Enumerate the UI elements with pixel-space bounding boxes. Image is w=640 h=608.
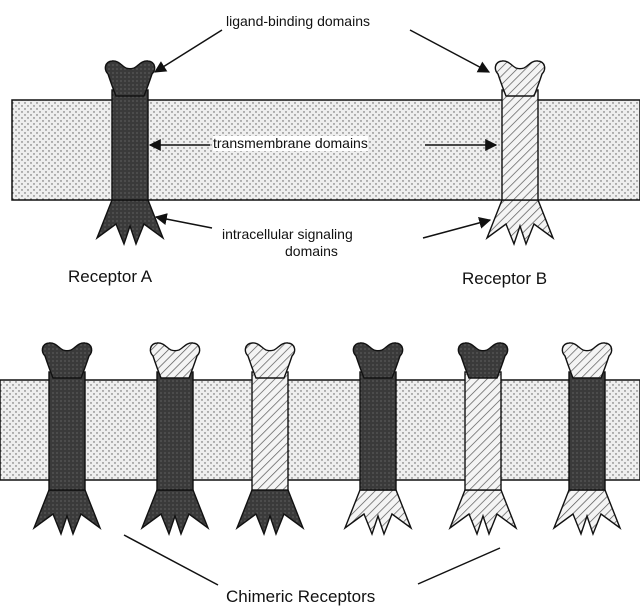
arrow-intracellular-b — [423, 220, 490, 238]
intracellular-label-line2: domains — [285, 244, 338, 259]
membrane-bottom — [0, 380, 640, 480]
chimeric-receptors-label: Chimeric Receptors — [226, 588, 375, 607]
chimeric-receptor-6-transmembrane-domain — [569, 372, 605, 490]
chimeric-receptor-5-intracellular-domain — [450, 490, 516, 534]
chimeric-line-right — [418, 548, 500, 584]
chimeric-receptor-1-intracellular-domain — [34, 490, 100, 534]
transmembrane-label: transmembrane domains — [213, 136, 368, 151]
chimeric-receptor-2-transmembrane-domain — [157, 372, 193, 490]
chimeric-receptor-3-intracellular-domain — [237, 490, 303, 534]
receptor-a-intracellular-domain — [97, 200, 163, 244]
arrow-ligand-b — [410, 30, 489, 72]
chimeric-line-left — [124, 535, 218, 585]
chimeric-receptor-3-transmembrane-domain — [252, 372, 288, 490]
arrow-intracellular-a — [156, 217, 212, 228]
chimeric-receptor-4-transmembrane-domain — [360, 372, 396, 490]
ligand-binding-label: ligand-binding domains — [226, 14, 370, 29]
intracellular-label-line1: intracellular signaling — [222, 227, 353, 242]
receptor-b-transmembrane-domain — [502, 90, 538, 200]
arrow-ligand-a — [155, 30, 222, 72]
chimeric-receptor-6-intracellular-domain — [554, 490, 620, 534]
receptor-b-label: Receptor B — [462, 270, 547, 289]
receptor-a-transmembrane-domain — [112, 90, 148, 200]
receptor-a-label: Receptor A — [68, 268, 152, 287]
chimeric-receptor-2-intracellular-domain — [142, 490, 208, 534]
chimeric-receptor-4-intracellular-domain — [345, 490, 411, 534]
receptor-b-intracellular-domain — [487, 200, 553, 244]
chimeric-receptor-1-transmembrane-domain — [49, 372, 85, 490]
chimeric-receptor-5-transmembrane-domain — [465, 372, 501, 490]
